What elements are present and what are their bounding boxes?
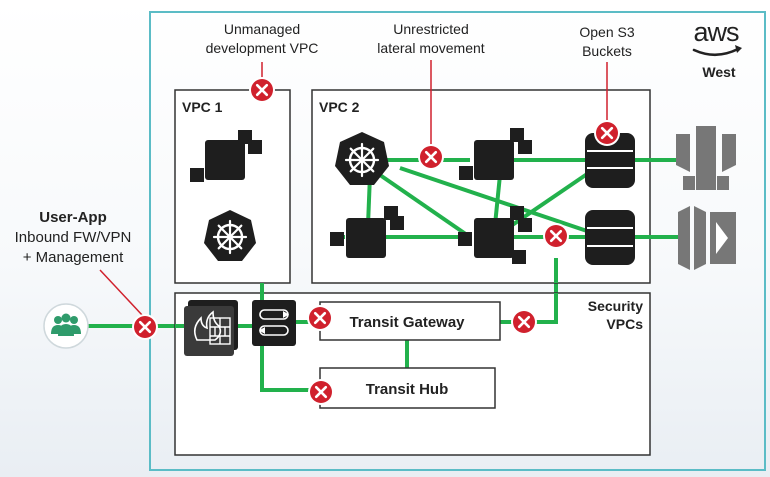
aws-brand-text: aws [693, 17, 739, 47]
x-circle-icon[interactable] [306, 377, 336, 407]
aws-logo: aws West [692, 17, 742, 80]
vpc2-label: VPC 2 [319, 99, 360, 115]
kubernetes-icon[interactable] [204, 210, 256, 261]
api-gateway-icon[interactable] [676, 126, 736, 190]
transit-hub-box[interactable]: Transit Hub [319, 367, 496, 409]
x-circle-icon[interactable] [592, 118, 622, 148]
callout-s3-line1: Open S3 [579, 24, 634, 40]
user-group-icon[interactable] [43, 303, 89, 349]
s3-bucket-database-icon-top[interactable] [585, 133, 635, 188]
region-name: West [702, 64, 736, 80]
vpc2-kubernetes-icon[interactable] [335, 132, 389, 185]
vpc2-instance-node-middle[interactable] [458, 206, 532, 264]
security-label-line2: VPCs [606, 316, 643, 332]
firewall-icon[interactable] [184, 300, 238, 356]
load-balancer-icon[interactable] [678, 206, 736, 270]
user-app-title: User-App [39, 209, 107, 226]
transit-gateway-label: Transit Gateway [349, 314, 465, 331]
vpc2-instance-node-left[interactable] [330, 206, 404, 258]
vpc1-instance-node[interactable] [190, 130, 262, 182]
callout-lines [99, 60, 608, 317]
security-label-line1: Security [588, 298, 643, 314]
x-circle-icon[interactable] [247, 75, 277, 105]
x-circle-icon[interactable] [509, 307, 539, 337]
transit-gateway-box[interactable]: Transit Gateway [319, 301, 501, 341]
transit-hub-label: Transit Hub [366, 381, 449, 398]
aws-region-boundary [149, 11, 766, 471]
router-switch-icon[interactable] [252, 300, 296, 346]
x-circle-icon[interactable] [416, 142, 446, 172]
callout-lateral-line2: lateral movement [377, 40, 484, 56]
x-circle-icon[interactable] [130, 312, 160, 342]
vpc2-instance-node-top[interactable] [459, 128, 532, 180]
x-circle-icon[interactable] [305, 303, 335, 333]
callout-s3-line2: Buckets [582, 43, 632, 59]
x-circle-icon[interactable] [541, 221, 571, 251]
callout-unmanaged-line1: Unmanaged [224, 21, 300, 37]
callout-lateral-line1: Unrestricted [393, 21, 468, 37]
s3-bucket-database-icon-bottom[interactable] [585, 210, 635, 265]
vpc1-label: VPC 1 [182, 99, 223, 115]
user-app-line2: + Management [23, 249, 124, 266]
user-app-line1: Inbound FW/VPN [15, 229, 132, 246]
callout-unmanaged-line2: development VPC [206, 40, 319, 56]
